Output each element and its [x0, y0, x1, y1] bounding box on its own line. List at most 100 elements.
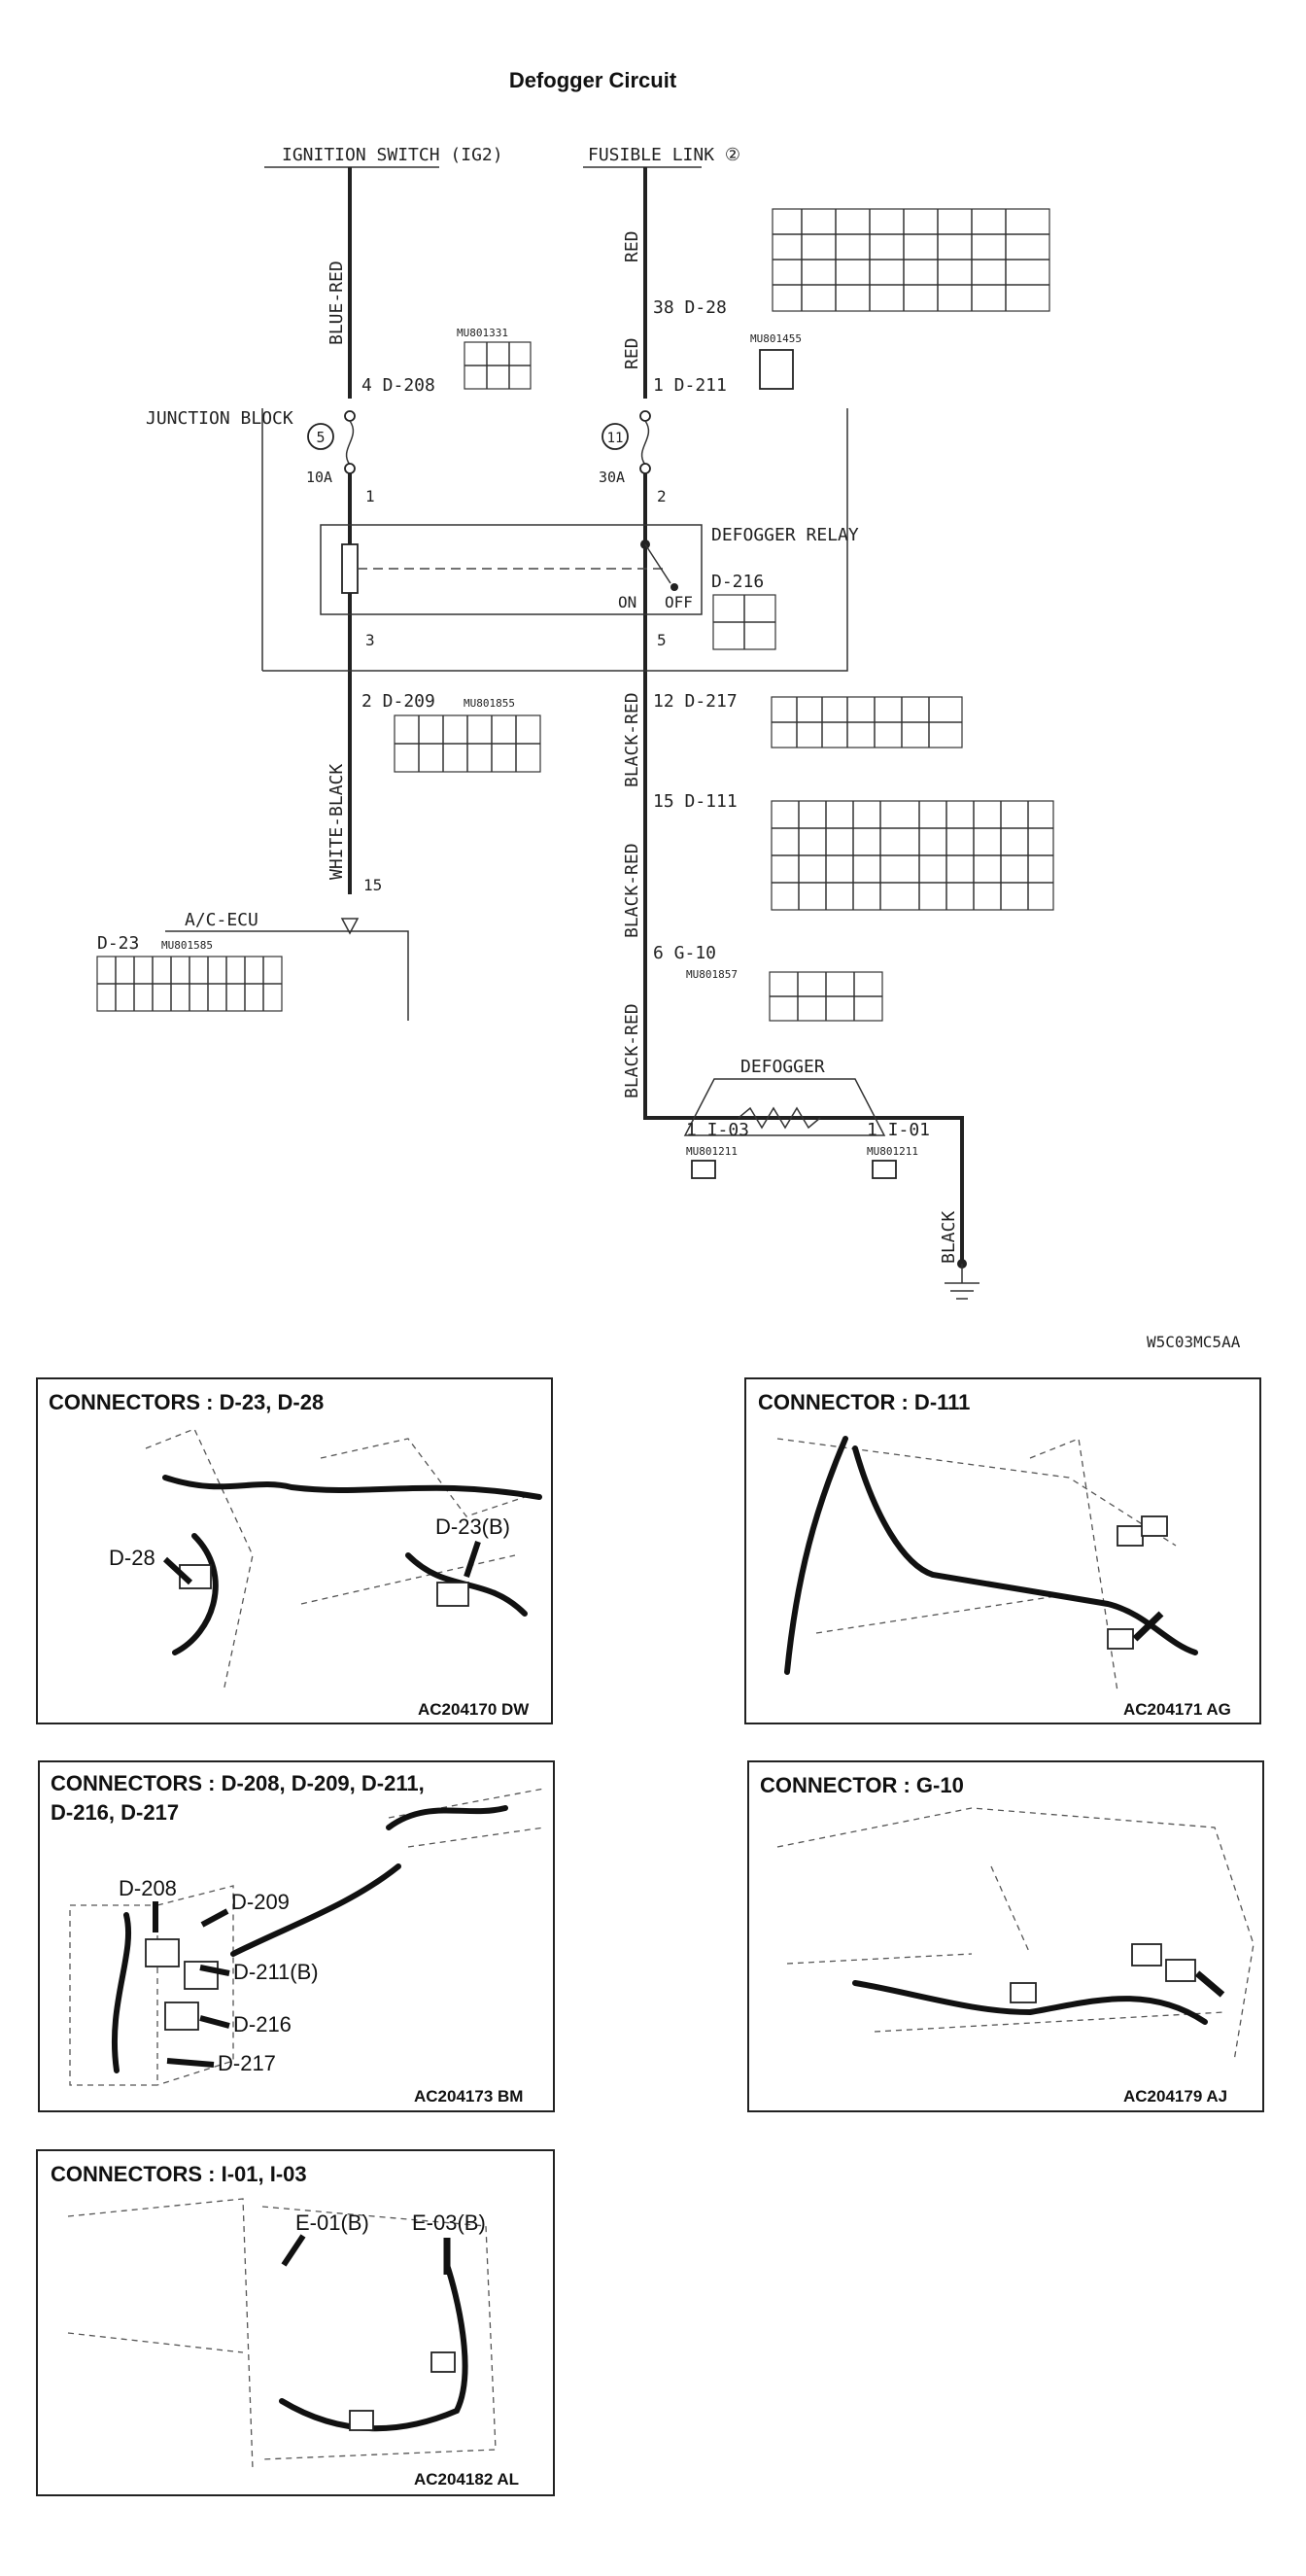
location-box-i01-i03-callout-e01: E-01(B): [295, 2210, 369, 2235]
relay-pin-1: 1: [365, 487, 375, 505]
part-number-d209: MU801855: [464, 697, 515, 710]
fuse-11-badge: [601, 423, 629, 450]
connector-d28-face: [772, 208, 1050, 312]
relay-contact-on: [670, 583, 678, 591]
relay-connector: D-216: [711, 572, 764, 592]
pin-g10: 6 G-10: [653, 943, 716, 963]
relay-coil: [341, 543, 359, 594]
defogger-housing: [683, 1078, 886, 1136]
fuse-5-badge: [307, 423, 334, 450]
fuse-5-terminal-top: [344, 410, 356, 422]
relay-off-label: OFF: [665, 593, 693, 611]
defogger-relay-box: [320, 524, 703, 615]
location-box-d23-d28-title: CONNECTORS : D-23, D-28: [49, 1390, 324, 1414]
connector-d216-face: [712, 594, 776, 650]
fuse-11-terminal-top: [639, 410, 651, 422]
relay-pin-2: 2: [657, 487, 667, 505]
location-box-g10-title: CONNECTOR : G-10: [760, 1773, 964, 1797]
location-box-d111-code: AC204171 AG: [1123, 1700, 1231, 1719]
acecu-outline: [165, 930, 409, 1021]
location-box-d208-d217-code: AC204173 BM: [414, 2087, 523, 2106]
fusible-link-text: FUSIBLE LINK ②: [588, 145, 740, 165]
ignition-switch-label: IGNITION SWITCH (IG2): [264, 145, 503, 168]
connector-i03-face: [691, 1160, 716, 1179]
junction-block-label: JUNCTION BLOCK: [146, 408, 293, 429]
connector-d208-face: [464, 341, 532, 390]
acecu-input-terminal: [340, 918, 360, 935]
fuse-5-number: 5: [316, 429, 325, 446]
junction-block-outline: [261, 408, 848, 672]
fuse-5-element: [345, 420, 355, 466]
connector-d211-face: [759, 349, 794, 390]
location-box-d208-d217: CONNECTORS : D-208, D-209, D-211, D-216,…: [38, 1760, 555, 2112]
location-box-d208-d217-callout-d211: D-211(B): [233, 1960, 319, 1984]
defogger-label: DEFOGGER: [740, 1057, 825, 1077]
location-box-i01-i03: CONNECTORS : I-01, I-03 E-01(B) E-03(B) …: [36, 2149, 555, 2496]
relay-label: DEFOGGER RELAY: [711, 525, 859, 545]
wire-label-red-top: RED: [622, 230, 642, 262]
part-number-d211: MU801455: [750, 332, 802, 345]
ignition-switch-text: IGNITION SWITCH (IG2): [282, 145, 503, 165]
fuse-11-terminal-bottom: [639, 463, 651, 474]
location-box-d208-d217-callout-d208: D-208: [119, 1876, 177, 1900]
acecu-connector: D-23: [97, 933, 139, 954]
fuse-11-rating: 30A: [599, 469, 625, 486]
location-box-d23-d28-callout-d28: D-28: [109, 1546, 155, 1570]
pin-i03: 1 I-03: [686, 1120, 749, 1140]
relay-pin-5: 5: [657, 631, 667, 649]
pin-d111: 15 D-111: [653, 791, 738, 812]
pin-d217: 12 D-217: [653, 691, 738, 712]
fuse-5-rating: 10A: [306, 469, 332, 486]
location-box-g10: CONNECTOR : G-10 AC204179 AJ: [747, 1760, 1264, 2112]
part-number-d208: MU801331: [457, 327, 508, 339]
part-number-g10: MU801857: [686, 968, 738, 981]
location-box-d23-d28: CONNECTORS : D-23, D-28 D-28 D-23(B) AC2…: [36, 1377, 553, 1724]
part-number-i03: MU801211: [686, 1145, 738, 1158]
wire-label-black-red-1: BLACK-RED: [622, 692, 642, 787]
fuse-11-element: [640, 420, 650, 466]
location-box-d111: CONNECTOR : D-111 AC204171 AG: [744, 1377, 1261, 1724]
relay-pin-3: 3: [365, 631, 375, 649]
defogger-heating-element: [738, 1106, 821, 1130]
location-box-i01-i03-code: AC204182 AL: [414, 2470, 519, 2489]
relay-on-label: ON: [618, 593, 636, 611]
connector-i01-face: [872, 1160, 897, 1179]
fuse-5-terminal-bottom: [344, 463, 356, 474]
fusible-link-label: FUSIBLE LINK ②: [583, 145, 740, 168]
wire-black-red: [643, 661, 964, 1264]
relay-switch-blade: [644, 543, 671, 584]
wire-label-white-black: WHITE-BLACK: [326, 764, 347, 880]
location-box-d111-title: CONNECTOR : D-111: [758, 1390, 970, 1414]
location-box-g10-code: AC204179 AJ: [1123, 2087, 1227, 2106]
wire-label-black: BLACK: [939, 1211, 959, 1264]
location-box-d23-d28-code: AC204170 DW: [418, 1700, 530, 1719]
pin-d209: 2 D-209: [361, 691, 435, 712]
acecu-label: A/C-ECU: [185, 910, 258, 930]
page-title: Defogger Circuit: [509, 68, 677, 92]
part-number-i01: MU801211: [867, 1145, 918, 1158]
connector-d217-face: [771, 696, 963, 748]
wire-label-black-red-3: BLACK-RED: [622, 1003, 642, 1098]
wire-label-black-red-2: BLACK-RED: [622, 843, 642, 938]
wire-label-red: RED: [622, 337, 642, 369]
wire-label-blue-red: BLUE-RED: [326, 261, 347, 345]
connector-g10-face: [769, 971, 883, 1022]
fuse-11-number: 11: [607, 431, 624, 446]
connector-d209-face: [394, 714, 541, 773]
pin-i01: 1 I-01: [867, 1120, 930, 1140]
pin-d208: 4 D-208: [361, 375, 435, 396]
connector-d111-face: [771, 800, 1054, 911]
pin-d211: 1 D-211: [653, 375, 727, 396]
location-box-d208-d217-title-line1: CONNECTORS : D-208, D-209, D-211,: [51, 1771, 425, 1795]
ground-symbol: [945, 1259, 980, 1300]
pin-acecu-15: 15: [363, 876, 382, 894]
part-number-d23: MU801585: [161, 939, 213, 952]
location-box-i01-i03-callout-e03: E-03(B): [412, 2210, 486, 2235]
location-box-d208-d217-callout-d217: D-217: [218, 2051, 276, 2075]
location-box-i01-i03-title: CONNECTORS : I-01, I-03: [51, 2162, 307, 2186]
location-box-d208-d217-title-line2: D-216, D-217: [51, 1800, 179, 1825]
connector-d23-face: [96, 956, 283, 1012]
location-box-d23-d28-callout-d23: D-23(B): [435, 1514, 510, 1539]
pin-d28: 38 D-28: [653, 297, 727, 318]
